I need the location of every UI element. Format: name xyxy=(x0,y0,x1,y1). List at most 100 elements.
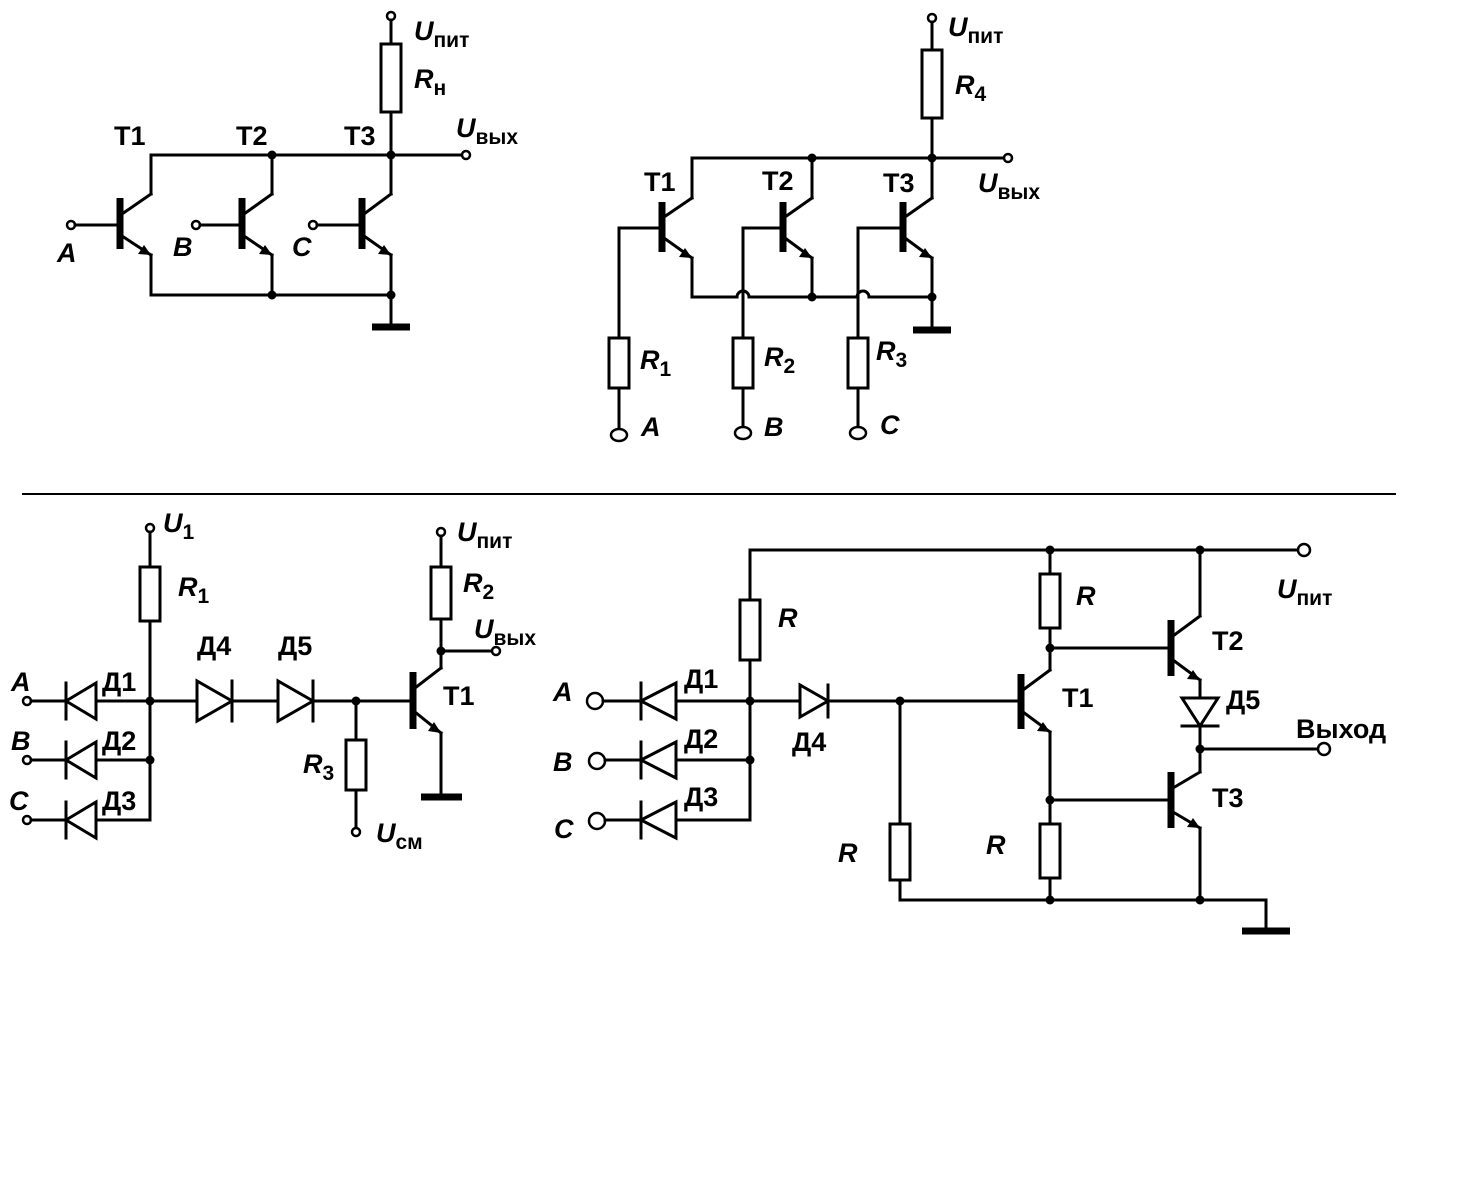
u1-label: U1 xyxy=(163,508,195,544)
input-c-terminal[interactable] xyxy=(848,425,868,441)
output-label: Uвых xyxy=(978,168,1040,204)
diagram-1: Uпит Rн Uвых T1 T2 T3 A B C xyxy=(56,10,518,331)
input-b-terminal[interactable] xyxy=(733,425,753,441)
input-b-terminal[interactable] xyxy=(587,751,607,771)
resistor-r3 xyxy=(846,336,870,390)
input-a-label: A xyxy=(552,677,573,707)
diode-d4 xyxy=(798,682,832,720)
d5-label: Д5 xyxy=(278,631,312,661)
resistor-r2 xyxy=(731,336,755,390)
supply-label: Uпит xyxy=(457,517,512,553)
transistor-t3 xyxy=(856,156,935,299)
r4-label: R4 xyxy=(955,70,987,106)
r2-label: R2 xyxy=(764,342,795,378)
input-c-terminal[interactable] xyxy=(587,811,607,831)
transistor-t3 xyxy=(1167,769,1203,902)
resistor-r3 xyxy=(344,738,368,792)
output-terminal[interactable] xyxy=(1002,152,1014,164)
t3-label: T3 xyxy=(883,168,915,198)
input-b-label: B xyxy=(11,726,31,756)
load-resistor-label: Rн xyxy=(414,64,446,100)
bias-label: Uсм xyxy=(376,818,423,854)
output-terminal[interactable] xyxy=(460,149,472,161)
d1-label: Д1 xyxy=(684,664,718,694)
r2-label: R2 xyxy=(463,568,494,604)
bias-terminal[interactable] xyxy=(350,826,362,838)
output-label: Uвых xyxy=(456,113,518,149)
transistor-t1 xyxy=(65,153,154,297)
diagram-4: Uпит R R R R T2 T1 T3 Д5 Выход Д1 Д2 Д3 … xyxy=(552,542,1386,935)
resistor-r1 xyxy=(138,565,162,623)
output-label: Uвых xyxy=(474,614,536,650)
input-b-label: B xyxy=(764,412,784,442)
transistor-t1 xyxy=(1017,667,1053,826)
diode-d1 xyxy=(21,680,152,722)
transistor-t2 xyxy=(1167,548,1203,700)
input-a-terminal[interactable] xyxy=(585,691,605,711)
d2-label: Д2 xyxy=(684,724,718,754)
transistor-t1 xyxy=(409,649,462,801)
input-c-label: C xyxy=(292,232,312,262)
d5-label: Д5 xyxy=(1226,685,1260,715)
r1-label: R1 xyxy=(640,345,672,381)
input-c-label: C xyxy=(880,410,900,440)
input-b-label: B xyxy=(173,232,193,262)
input-a-label: A xyxy=(56,238,77,268)
base-resistor-label: R xyxy=(838,838,858,868)
collector-resistor xyxy=(1038,572,1062,630)
collector-resistor-label: R xyxy=(1076,581,1096,611)
output-terminal[interactable] xyxy=(1316,741,1332,757)
diode-d5 xyxy=(1179,696,1221,729)
diagram-2: Uпит R4 Uвых T1 T2 T3 R1 R2 R3 A B C xyxy=(607,12,1040,443)
transistor-t1 xyxy=(617,156,695,299)
t2-label: T2 xyxy=(1212,626,1244,656)
r3-label: R3 xyxy=(303,749,334,785)
input-a-label: A xyxy=(640,412,661,442)
emitter-resistor xyxy=(1038,822,1062,880)
t3-label: T3 xyxy=(344,121,376,151)
d2-label: Д2 xyxy=(102,726,136,756)
d3-label: Д3 xyxy=(684,782,718,812)
d4-label: Д4 xyxy=(792,727,826,757)
output-label: Выход xyxy=(1296,714,1386,744)
t1-label: T1 xyxy=(644,167,676,197)
diagram-3: U1 R1 Uпит R2 Uвых R3 Uсм T1 Д1 Д2 Д3 Д4… xyxy=(9,508,536,854)
input-a-label: A xyxy=(10,667,31,697)
transistor-t2 xyxy=(741,156,815,299)
supply-label: Uпит xyxy=(414,16,469,52)
t3-label: T3 xyxy=(1212,783,1244,813)
resistor-r4 xyxy=(920,48,944,120)
diode-d3 xyxy=(587,799,752,841)
output-terminal[interactable] xyxy=(490,645,502,657)
t2-label: T2 xyxy=(236,121,268,151)
d1-label: Д1 xyxy=(102,667,136,697)
r3-label: R3 xyxy=(876,336,907,372)
supply-label: Uпит xyxy=(1277,574,1332,610)
load-resistor xyxy=(379,42,403,114)
base-resistor xyxy=(888,822,912,882)
t1-label: T1 xyxy=(443,681,475,711)
diode-d2 xyxy=(587,739,752,781)
resistor-r2 xyxy=(429,565,453,621)
supply-terminal[interactable] xyxy=(1296,542,1312,558)
input-resistor-label: R xyxy=(778,603,798,633)
input-a-terminal[interactable] xyxy=(609,427,629,443)
input-c-label: C xyxy=(9,786,29,816)
resistor-r1 xyxy=(607,336,631,390)
input-resistor xyxy=(738,598,762,662)
input-b-label: B xyxy=(553,747,573,777)
transistor-t2 xyxy=(190,153,275,297)
input-c-label: C xyxy=(554,814,574,844)
d3-label: Д3 xyxy=(102,786,136,816)
transistor-t3 xyxy=(307,153,394,297)
t2-label: T2 xyxy=(762,166,794,196)
r1-label: R1 xyxy=(178,572,210,608)
diode-d3 xyxy=(21,799,152,841)
diode-d1 xyxy=(585,680,752,722)
t1-label: T1 xyxy=(114,121,146,151)
t1-label: T1 xyxy=(1062,683,1094,713)
diode-d5 xyxy=(276,678,317,724)
emitter-resistor-label: R xyxy=(986,830,1006,860)
diode-d2 xyxy=(21,739,152,781)
